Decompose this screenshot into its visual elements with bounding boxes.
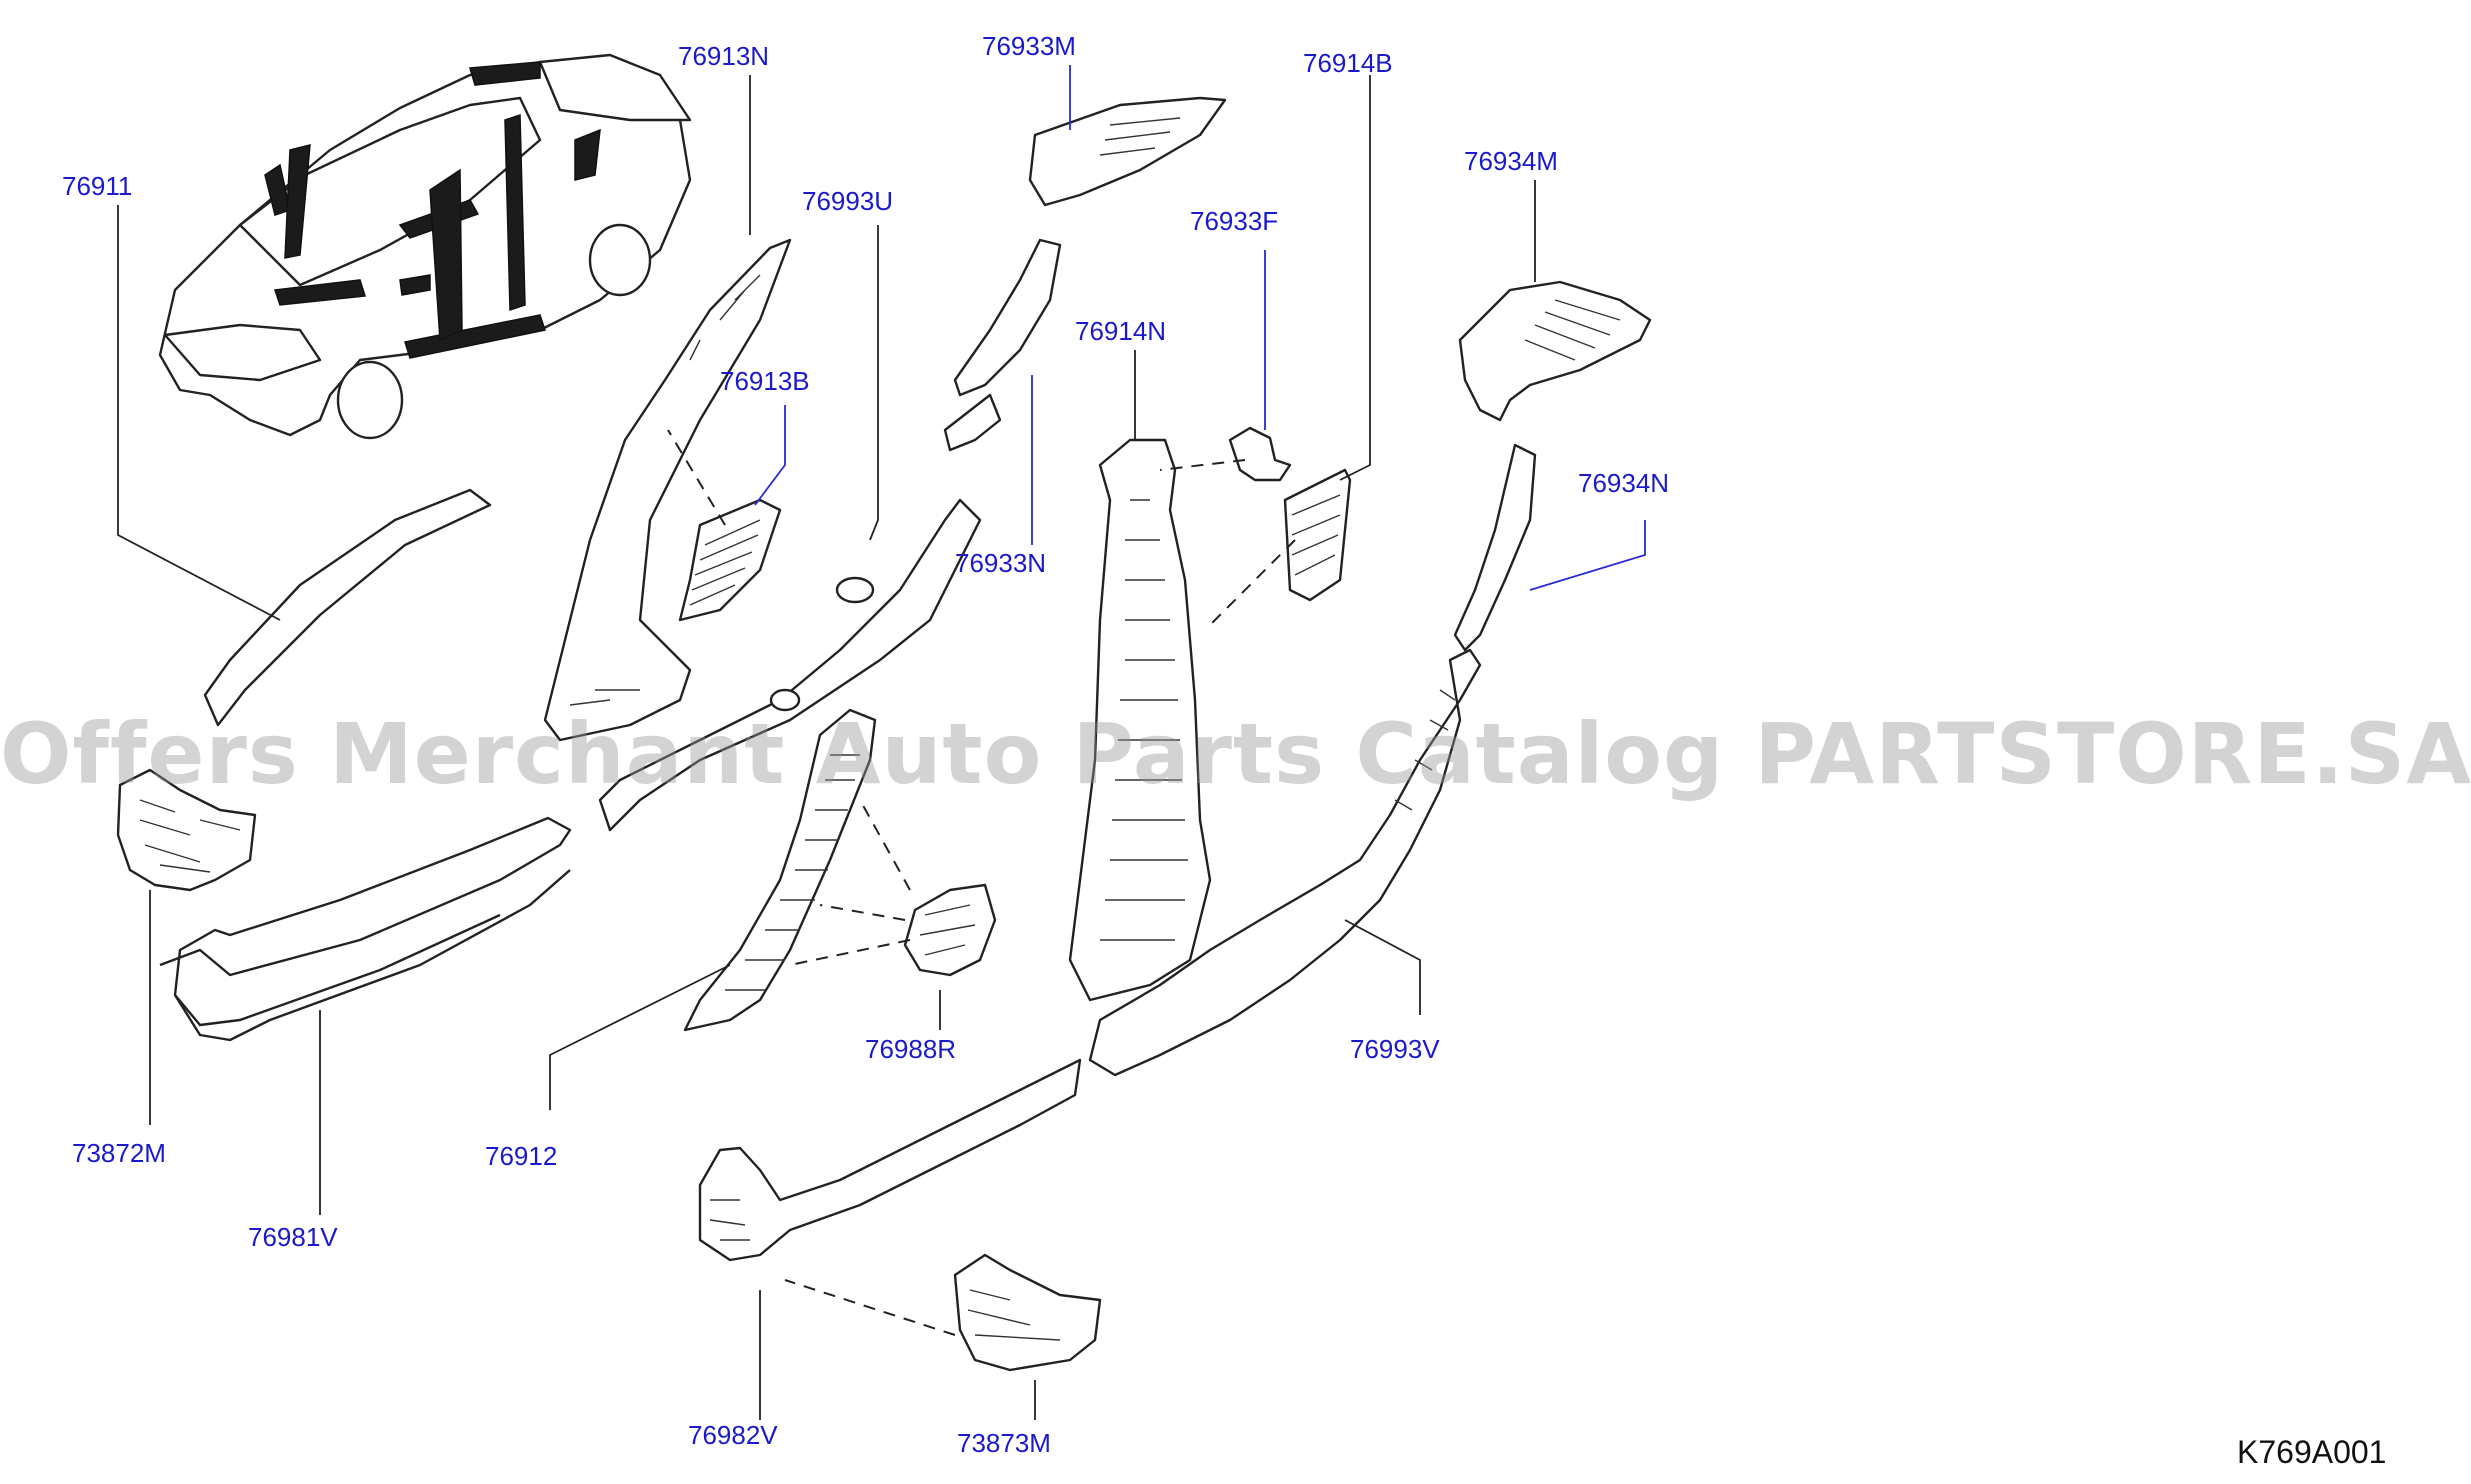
label-76934M[interactable]: 76934M: [1464, 146, 1558, 176]
label-76993U[interactable]: 76993U: [802, 186, 894, 216]
part-73873M-bracket: [953, 1253, 1102, 1372]
part-76913B-grille: [678, 498, 782, 622]
label-73873M[interactable]: 73873M: [957, 1428, 1051, 1458]
part-76993V-trim: [1088, 648, 1482, 1077]
diagram-code: K769A001: [2237, 1434, 2387, 1470]
part-76933M-cover: [1028, 96, 1227, 207]
part-76914B-grille: [1283, 468, 1352, 602]
part-76911-strip: [203, 488, 492, 727]
label-76988R[interactable]: 76988R: [865, 1034, 957, 1064]
part-76993U-cowl: [598, 498, 982, 832]
label-76914B[interactable]: 76914B: [1303, 48, 1393, 78]
label-76913B[interactable]: 76913B: [720, 366, 810, 396]
part-76981V-sill: [159, 816, 572, 1042]
part-73872M-bracket: [116, 768, 257, 892]
part-76914N-pillar: [1068, 438, 1212, 1002]
part-76982V-sill: [698, 1058, 1082, 1262]
car-overview: [158, 53, 692, 440]
part-76912-pillar: [683, 708, 877, 1032]
part-76933F-clip: [1228, 426, 1292, 482]
label-76993V[interactable]: 76993V: [1350, 1034, 1440, 1064]
label-76933N[interactable]: 76933N: [955, 548, 1047, 578]
leader-lines: [117, 65, 1646, 1420]
label-76911[interactable]: 76911: [62, 171, 133, 201]
label-76912[interactable]: 76912: [485, 1141, 558, 1171]
assembly-arrows: [667, 429, 1296, 1336]
part-76933N-strip: [943, 238, 1062, 452]
label-76981V[interactable]: 76981V: [248, 1222, 338, 1252]
label-76934N[interactable]: 76934N: [1578, 468, 1670, 498]
label-76914N[interactable]: 76914N: [1075, 316, 1167, 346]
label-76933F[interactable]: 76933F: [1190, 206, 1279, 236]
watermark: Offers Merchant Auto Parts Catalog PARTS…: [0, 705, 2471, 803]
label-76982V[interactable]: 76982V: [688, 1420, 778, 1450]
part-76913N-pillar: [543, 238, 792, 742]
label-73872M[interactable]: 73872M: [72, 1138, 166, 1168]
part-76934M-trim: [1458, 280, 1652, 422]
label-76933M[interactable]: 76933M: [982, 31, 1076, 61]
label-76913N[interactable]: 76913N: [678, 41, 770, 71]
part-76988R-bracket: [903, 883, 997, 977]
part-76934N-strip: [1453, 443, 1537, 652]
